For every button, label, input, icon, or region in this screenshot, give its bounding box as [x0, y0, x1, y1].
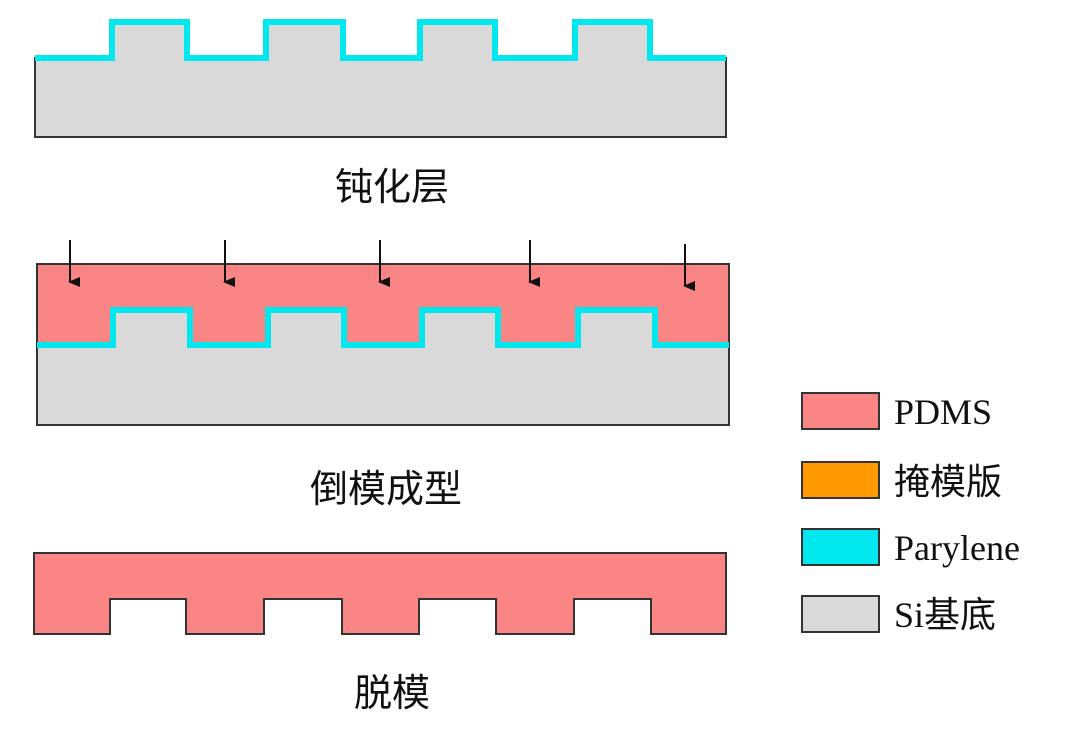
legend-item-silicon: Si基底 [801, 595, 996, 635]
legend-swatch [801, 392, 880, 430]
legend-swatch [801, 461, 880, 499]
legend-label: PDMS [894, 392, 992, 432]
caption-passivation: 钝化层 [335, 165, 449, 209]
pressure-arrows [68, 240, 695, 291]
parylene-coating [35, 19, 726, 61]
legend-swatch [801, 528, 880, 566]
step-demolding: 脱模 [33, 552, 727, 715]
step-casting: 倒模成型 [36, 240, 730, 511]
legend-label: Si基底 [894, 595, 996, 635]
silicon-substrate [34, 21, 727, 138]
legend-item-mask: 掩模版 [801, 461, 1002, 502]
legend-label: 掩模版 [894, 462, 1002, 502]
caption-casting: 倒模成型 [310, 467, 462, 511]
legend-label: Parylene [894, 528, 1020, 568]
caption-demolding: 脱模 [354, 671, 430, 715]
pdms-replica [33, 552, 727, 635]
legend-item-parylene: Parylene [801, 528, 1020, 568]
legend-item-pdms: PDMS [801, 392, 992, 432]
parylene-coating [37, 307, 729, 348]
legend: PDMS 掩模版 Parylene Si基底 [801, 392, 1020, 635]
legend-swatch [801, 595, 880, 633]
step-passivation: 钝化层 [34, 19, 727, 209]
